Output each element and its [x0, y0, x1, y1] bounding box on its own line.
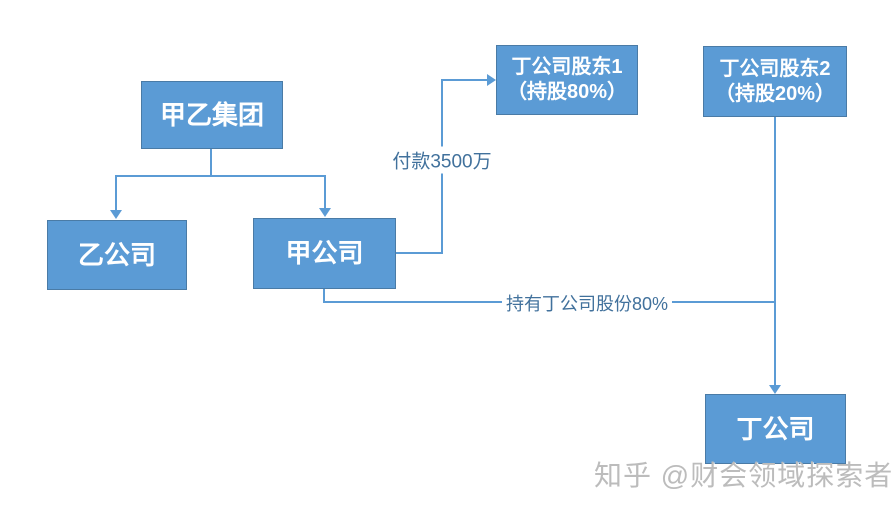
node-company-a: 甲公司 [253, 218, 396, 289]
node-company-a-label: 甲公司 [285, 238, 364, 269]
node-company-b-label: 乙公司 [77, 239, 156, 270]
zhihu-watermark: 知乎 @财会领域探索者 [594, 460, 891, 491]
node-shareholder2-line1: 丁公司股东2 [719, 57, 831, 80]
arrowhead-company-d [769, 385, 781, 394]
arrowhead-shareholder1 [487, 74, 496, 86]
connector-payment-horizontal-top [441, 79, 487, 81]
connector-payment-horizontal-low [396, 252, 443, 254]
node-shareholder1: 丁公司股东1 （持股80%） [496, 45, 638, 115]
connector-holding-stem [323, 289, 325, 303]
node-shareholder2: 丁公司股东2 （持股20%） [703, 46, 847, 117]
arrowhead-company-a [319, 208, 331, 217]
connector-shareholder2-to-d [774, 117, 776, 386]
node-company-d: 丁公司 [705, 394, 846, 464]
payment-edge-label: 付款3500万 [388, 146, 496, 174]
node-shareholder1-line1: 丁公司股东1 [511, 56, 623, 78]
node-company-b: 乙公司 [47, 220, 187, 290]
node-group-label: 甲乙集团 [159, 99, 264, 130]
connector-group-stem [210, 148, 212, 176]
node-shareholder2-line2: （持股20%） [714, 82, 836, 105]
connector-to-company-b [115, 175, 117, 211]
node-shareholder1-line2: （持股80%） [506, 81, 628, 103]
arrowhead-company-b [110, 210, 122, 219]
connector-group-branch [115, 175, 326, 177]
connector-to-company-a [324, 175, 326, 209]
node-group: 甲乙集团 [141, 81, 283, 149]
holding-edge-label: 持有丁公司股份80% [501, 290, 673, 316]
node-company-d-label: 丁公司 [736, 413, 815, 444]
